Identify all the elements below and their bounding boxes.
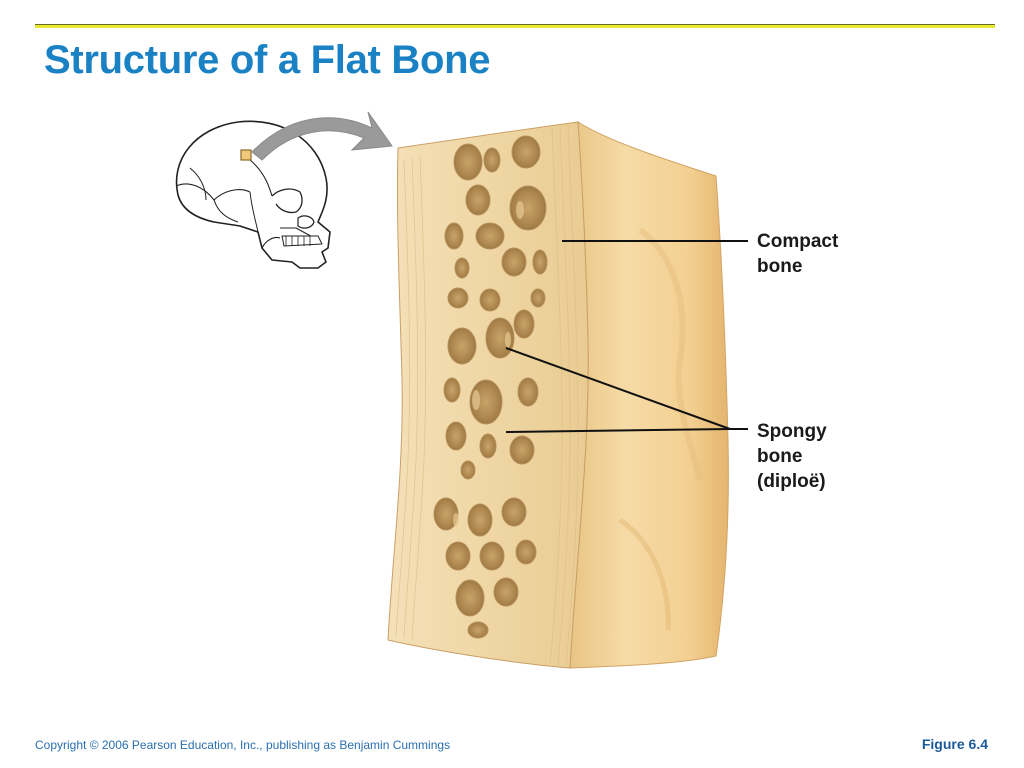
header-accent-rule-edge (35, 24, 995, 25)
magnify-arrow-icon (251, 111, 393, 161)
label-compact-bone: Compact bone (757, 231, 839, 277)
spongy-bone-cavities (433, 135, 548, 639)
bone-outer-surface (569, 121, 729, 669)
footer-copyright: Copyright © 2006 Pearson Education, Inc.… (35, 738, 451, 752)
header-accent-rule (35, 24, 995, 28)
slide-title: Structure of a Flat Bone (44, 38, 491, 82)
locator-box (240, 149, 252, 161)
compact-bone-grain (395, 123, 579, 667)
leader-lines (505, 240, 748, 433)
leader-line-spongy-2 (505, 428, 731, 433)
leader-line-spongy-1 (505, 347, 731, 430)
footer-figure-number: Figure 6.4 (921, 736, 988, 752)
label-spongy-bone: Spongy bone (diploë) (757, 421, 827, 492)
skull-locator-icon (175, 120, 331, 269)
trabeculae-highlights (453, 201, 524, 527)
